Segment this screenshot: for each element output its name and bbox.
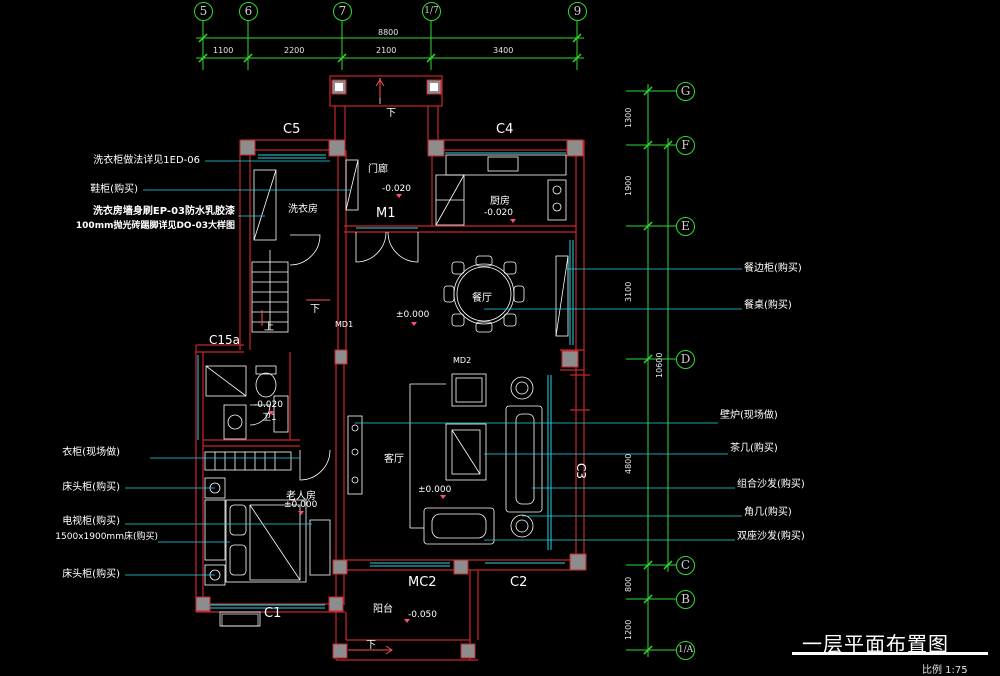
dim-right-1: 1300 bbox=[624, 107, 633, 128]
windows bbox=[197, 152, 574, 609]
room-porch: 门廊 bbox=[368, 164, 388, 175]
dim-top-3: 2100 bbox=[376, 46, 397, 55]
level-main: ±0.000 bbox=[396, 310, 430, 320]
tag-toilet: 卫1 bbox=[262, 413, 277, 423]
label-nightstand-1: 床头柜(购买) bbox=[62, 482, 120, 493]
dim-right-3: 3100 bbox=[624, 281, 633, 302]
tag-mc2: MC2 bbox=[408, 575, 437, 590]
tag-down-porch: 下 bbox=[386, 108, 396, 119]
tag-c1: C1 bbox=[264, 606, 282, 621]
label-shoe-cabinet: 鞋柜(购买) bbox=[90, 184, 138, 195]
room-balcony: 阳台 bbox=[373, 604, 393, 615]
tag-c15a: C15a bbox=[209, 333, 241, 347]
tag-c5: C5 bbox=[283, 122, 301, 137]
bathroom-fixtures bbox=[205, 365, 289, 440]
label-dining-table: 餐桌(购买) bbox=[744, 300, 792, 311]
tag-c4: C4 bbox=[496, 122, 514, 137]
label-tv-cabinet: 电视柜(购买) bbox=[62, 516, 120, 527]
label-coffee-table: 茶几(购买) bbox=[730, 443, 778, 454]
laundry-cabinets bbox=[253, 159, 359, 241]
room-elder: 老人房 bbox=[286, 491, 316, 502]
tag-md2: MD2 bbox=[453, 356, 472, 365]
axis-bubble-1-A: 1/A bbox=[676, 641, 695, 660]
label-nightstand-2: 床头柜(购买) bbox=[62, 569, 120, 580]
dim-right-4: 4800 bbox=[624, 453, 633, 474]
label-fireplace: 壁炉(现场做) bbox=[720, 410, 778, 421]
dim-top-2: 2200 bbox=[284, 46, 305, 55]
axis-bubble-G: G bbox=[676, 82, 695, 101]
label-sideboard: 餐边柜(购买) bbox=[744, 263, 802, 274]
dining-set bbox=[443, 255, 569, 337]
dim-top-4: 3400 bbox=[493, 46, 514, 55]
right-axis-lines bbox=[626, 84, 676, 657]
axis-bubble-7: 7 bbox=[333, 2, 352, 21]
entry-arrows bbox=[261, 79, 393, 655]
axis-bubble-5: 5 bbox=[194, 2, 213, 21]
axis-bubble-6: 6 bbox=[239, 2, 258, 21]
tag-m1: M1 bbox=[376, 206, 396, 221]
label-wardrobe: 衣柜(现场做) bbox=[62, 447, 120, 458]
columns bbox=[195, 79, 587, 659]
level-porch: -0.020 bbox=[382, 184, 412, 194]
label-bed: 1500x1900mm床(购买) bbox=[55, 532, 158, 542]
tag-md1: MD1 bbox=[335, 320, 354, 329]
leader-lines bbox=[125, 160, 742, 576]
label-sofa-set: 组合沙发(购买) bbox=[737, 479, 805, 490]
level-elder: ±0.000 bbox=[284, 500, 318, 510]
kitchen-fixtures bbox=[435, 154, 567, 226]
bedroom-furniture bbox=[204, 451, 331, 627]
axis-bubble-C: C bbox=[676, 556, 695, 575]
drawing-title: 一层平面布置图 bbox=[802, 632, 949, 656]
level-toilet: -0.020 bbox=[254, 400, 284, 410]
dim-top-total: 8800 bbox=[378, 28, 399, 37]
stairs bbox=[251, 250, 289, 333]
dim-top-1: 1100 bbox=[213, 46, 234, 55]
tag-down-balcony: 下 bbox=[366, 640, 376, 651]
tag-down-stair: 下 bbox=[310, 304, 320, 315]
dim-right-total: 10600 bbox=[655, 352, 664, 378]
top-axis-lines bbox=[196, 20, 584, 70]
axis-bubble-D: D bbox=[676, 350, 695, 369]
tag-c3: C3 bbox=[574, 462, 589, 480]
room-kitchen: 厨房 bbox=[490, 196, 510, 207]
room-laundry: 洗衣房 bbox=[288, 204, 318, 215]
axis-bubble-E: E bbox=[676, 217, 695, 236]
walls bbox=[195, 75, 590, 661]
level-markers bbox=[268, 194, 516, 623]
axis-bubble-F: F bbox=[676, 136, 695, 155]
section-key-box bbox=[221, 613, 259, 627]
axis-bubble-1-7: 1/7 bbox=[422, 2, 441, 21]
dim-right-5: 800 bbox=[624, 576, 633, 592]
label-waterproof-paint: 洗衣房墙身刷EP-03防水乳胶漆 bbox=[92, 206, 235, 217]
dim-right-6: 1200 bbox=[624, 619, 633, 640]
level-balcony: -0.050 bbox=[408, 610, 438, 620]
doors bbox=[249, 78, 419, 481]
title-underline bbox=[792, 652, 988, 655]
column-cores bbox=[335, 83, 438, 91]
level-living: ±0.000 bbox=[418, 485, 452, 495]
dim-right-2: 1900 bbox=[624, 175, 633, 196]
drawing-scale: 比例 1:75 bbox=[922, 665, 968, 676]
level-kitchen: -0.020 bbox=[484, 208, 514, 218]
label-corner-table: 角几(购买) bbox=[744, 507, 792, 518]
tag-up: 上 bbox=[264, 322, 274, 333]
label-laundry-cabinet: 洗衣柜做法详见1ED-06 bbox=[93, 155, 200, 166]
tag-c2: C2 bbox=[510, 575, 528, 590]
living-furniture bbox=[347, 373, 543, 545]
room-living: 客厅 bbox=[384, 454, 404, 465]
axis-bubble-B: B bbox=[676, 590, 695, 609]
axis-bubble-9: 9 bbox=[568, 2, 587, 21]
label-skirting: 100mm抛光砖踢脚详见DO-03大样图 bbox=[75, 221, 235, 231]
room-dining: 餐厅 bbox=[472, 293, 492, 304]
label-loveseat: 双座沙发(购买) bbox=[737, 531, 805, 542]
